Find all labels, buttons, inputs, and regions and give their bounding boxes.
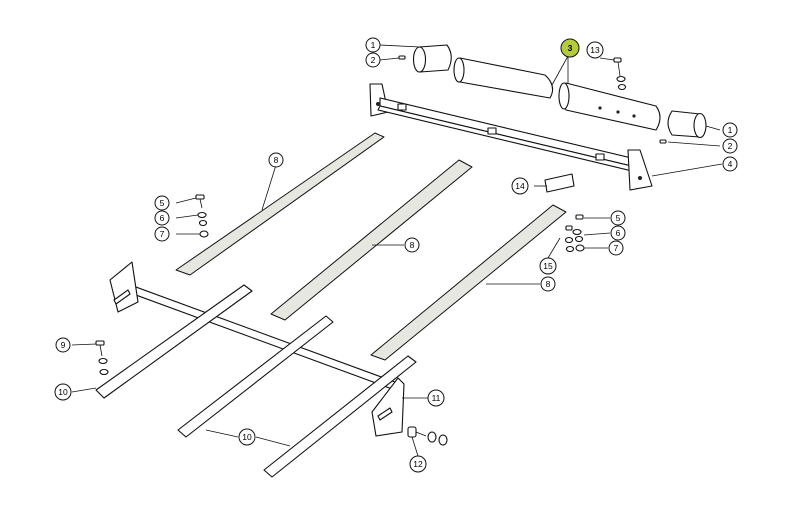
pin-right (659, 139, 667, 144)
svg-text:3: 3 (568, 43, 573, 53)
svg-text:9: 9 (61, 340, 66, 350)
callout-11: 11 (427, 389, 445, 407)
callout-1-top: 1 (365, 37, 381, 53)
pin-left (398, 55, 406, 60)
svg-text:7: 7 (614, 243, 619, 253)
callout-5-left: 5 (154, 195, 170, 211)
svg-text:10: 10 (58, 387, 68, 397)
svg-text:11: 11 (432, 393, 441, 403)
end-cap-left (412, 44, 452, 73)
svg-text:8: 8 (546, 279, 551, 289)
svg-text:13: 13 (590, 45, 600, 55)
callout-12: 12 (409, 455, 427, 473)
callout-6-right: 6 (610, 225, 626, 241)
flat-bar-middle (177, 315, 334, 438)
hardware-left (195, 194, 209, 238)
callout-10-left: 10 (54, 383, 72, 401)
callout-2-top: 2 (365, 52, 381, 68)
callout-3-highlighted[interactable]: 3 (560, 38, 580, 58)
callout-15: 15 (539, 257, 557, 275)
callout-4: 4 (722, 156, 738, 172)
end-cap-right (667, 110, 707, 139)
svg-text:7: 7 (160, 229, 165, 239)
svg-text:12: 12 (413, 459, 423, 469)
bracket-right (371, 377, 405, 437)
flat-bar-left (95, 284, 253, 399)
callout-7-right: 7 (608, 240, 624, 256)
callout-8-right: 8 (540, 276, 556, 292)
svg-text:8: 8 (410, 240, 415, 250)
svg-text:8: 8 (274, 155, 279, 165)
wedge-block (544, 173, 575, 193)
svg-text:2: 2 (728, 141, 733, 151)
svg-text:2: 2 (371, 55, 376, 65)
main-frame-bar (369, 83, 653, 191)
bolt-12 (407, 426, 448, 446)
svg-text:6: 6 (160, 213, 165, 223)
cover-tube-lower (558, 82, 661, 131)
bolt-13 (613, 57, 627, 91)
callout-1-right: 1 (722, 122, 738, 138)
callout-7-left: 7 (154, 226, 170, 242)
svg-text:5: 5 (616, 213, 621, 223)
bolt-9 (95, 340, 109, 376)
svg-text:6: 6 (616, 228, 621, 238)
slat-right (370, 204, 567, 361)
lower-cross-bar (109, 261, 396, 391)
callout-6-left: 6 (154, 210, 170, 226)
slat-left (175, 132, 385, 276)
callout-9: 9 (55, 337, 71, 353)
callout-8-middle: 8 (404, 237, 420, 253)
svg-text:5: 5 (160, 198, 165, 208)
svg-text:14: 14 (515, 181, 525, 191)
callout-2-right: 2 (722, 138, 738, 154)
callout-13: 13 (586, 41, 604, 59)
svg-text:4: 4 (728, 159, 733, 169)
svg-text:15: 15 (543, 261, 553, 271)
svg-text:10: 10 (242, 432, 252, 442)
flat-bar-right (263, 355, 417, 478)
callout-8-left: 8 (268, 152, 284, 168)
svg-text:1: 1 (371, 40, 376, 50)
callout-10-bottom: 10 (238, 428, 256, 446)
leader-lines (71, 44, 723, 457)
callout-14: 14 (511, 177, 529, 195)
slat-middle (270, 159, 473, 321)
svg-text:1: 1 (728, 125, 733, 135)
callout-5-right: 5 (610, 210, 626, 226)
cover-tube-upper (453, 57, 554, 99)
hardware-right (564, 214, 585, 253)
